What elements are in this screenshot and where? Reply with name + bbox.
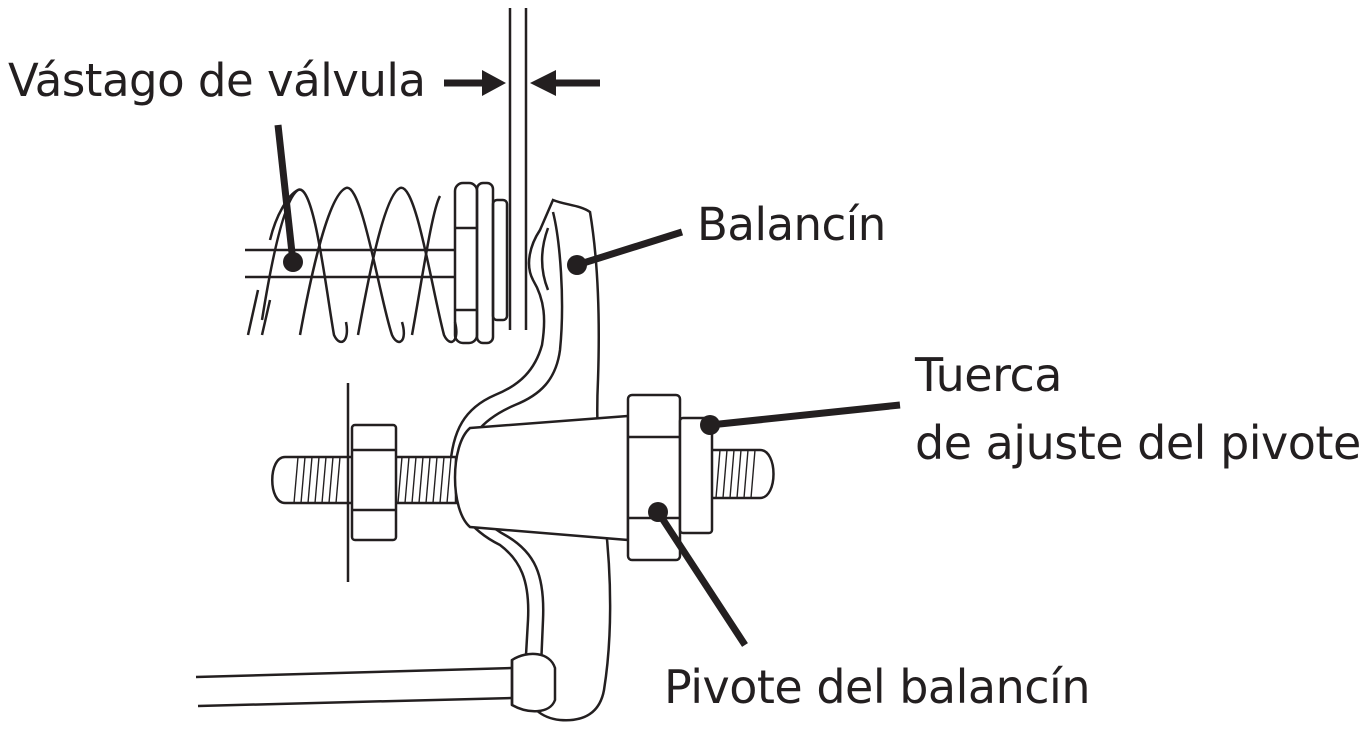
rocker-arm-label: Balancín [697,198,886,251]
pivot-nut-leader [709,401,901,429]
valve-stem-leader [274,124,297,263]
leader-lines [274,124,901,647]
pivot-nut-leader-dot [700,415,720,435]
stem-width-arrows [444,70,600,96]
rocker-arm-leader-dot [567,255,587,275]
valve-stem-leader-dot [283,252,303,272]
rocker-pivot-leader [655,510,748,647]
rocker-pivot-leader-dot [648,502,668,522]
rocker-arm-leader [575,228,684,269]
rocker-pivot-label: Pivote del balancín [664,660,1090,714]
push-rod-drawing [195,652,557,713]
pivot-nut-label-line1: Tuerca [915,348,1062,402]
pivot-nut-label-line2: de ajuste del pivote [915,416,1361,470]
valve-stem-drawing [508,8,528,330]
valve-stem-label: Vástago de válvula [8,54,426,107]
pivot-stud-drawing [271,383,775,582]
valve-spring-drawing [245,181,509,345]
